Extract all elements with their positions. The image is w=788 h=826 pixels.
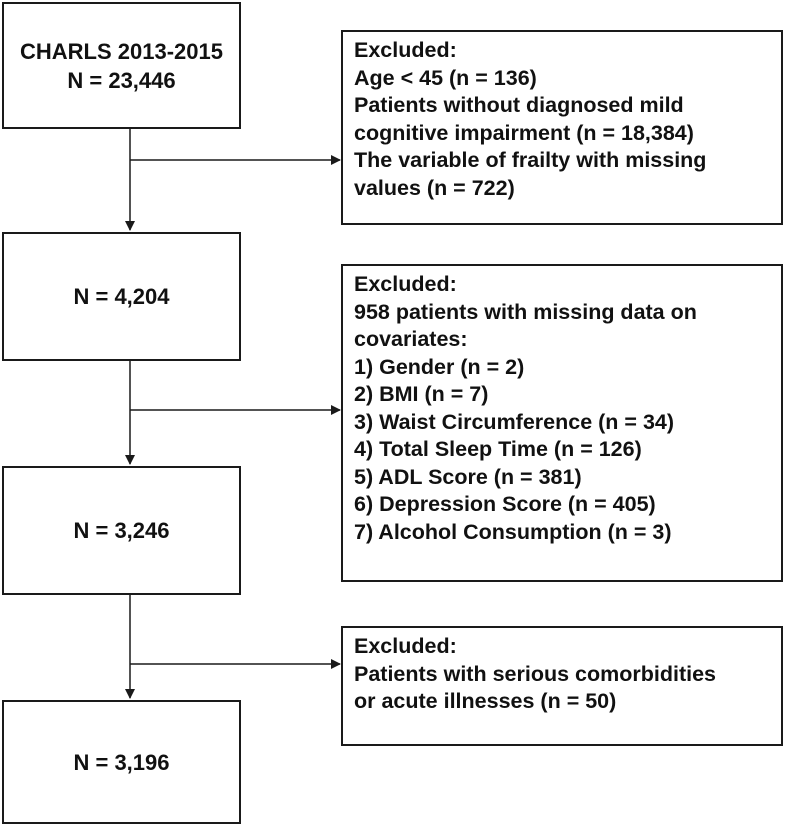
exclusion-line: 1) Gender (n = 2) xyxy=(354,354,525,379)
stage-count: N = 3,196 xyxy=(73,749,170,775)
stage-title: CHARLS 2013-2015 xyxy=(20,38,223,64)
exclusion-line: or acute illnesses (n = 50) xyxy=(354,689,617,713)
exclusion-line: 5) ADL Score (n = 381) xyxy=(354,464,582,489)
exclusion-line: 2) BMI (n = 7) xyxy=(354,382,489,406)
exclusion-line: Age < 45 (n = 136) xyxy=(354,65,537,90)
exclusion-line: 958 patients with missing data on xyxy=(354,299,697,324)
exclusion-heading: Excluded: xyxy=(354,38,457,62)
exclusion-line: cognitive impairment (n = 18,384) xyxy=(354,120,694,145)
stage-box-initial: CHARLS 2013-2015 N = 23,446 xyxy=(2,2,241,129)
exclusion-line: 3) Waist Circumference (n = 34) xyxy=(354,409,675,434)
stage-count: N = 4,204 xyxy=(73,284,170,309)
exclusion-heading: Excluded: xyxy=(354,272,457,296)
stage-count: N = 3,246 xyxy=(73,518,170,543)
exclusion-line: 6) Depression Score (n = 405) xyxy=(354,492,656,516)
exclusion-box-3: Excluded: Patients with serious comorbid… xyxy=(341,626,783,746)
exclusion-line: 4) Total Sleep Time (n = 126) xyxy=(354,437,642,461)
exclusion-line: Patients without diagnosed mild xyxy=(354,93,684,117)
stage-box-2: N = 4,204 xyxy=(2,232,241,361)
exclusion-line: Patients with serious comorbidities xyxy=(354,661,716,686)
exclusion-line: values (n = 722) xyxy=(354,175,515,200)
exclusion-line: 7) Alcohol Consumption (n = 3) xyxy=(354,519,672,544)
stage-count: N = 23,446 xyxy=(67,67,176,93)
exclusion-line: covariates: xyxy=(354,327,468,351)
exclusion-heading: Excluded: xyxy=(354,634,457,658)
stage-box-3: N = 3,246 xyxy=(2,466,241,595)
exclusion-line: The variable of frailty with missing xyxy=(354,148,707,172)
stage-box-final: N = 3,196 xyxy=(2,700,241,824)
exclusion-box-2: Excluded: 958 patients with missing data… xyxy=(341,264,783,582)
exclusion-box-1: Excluded: Age < 45 (n = 136) Patients wi… xyxy=(341,30,783,225)
